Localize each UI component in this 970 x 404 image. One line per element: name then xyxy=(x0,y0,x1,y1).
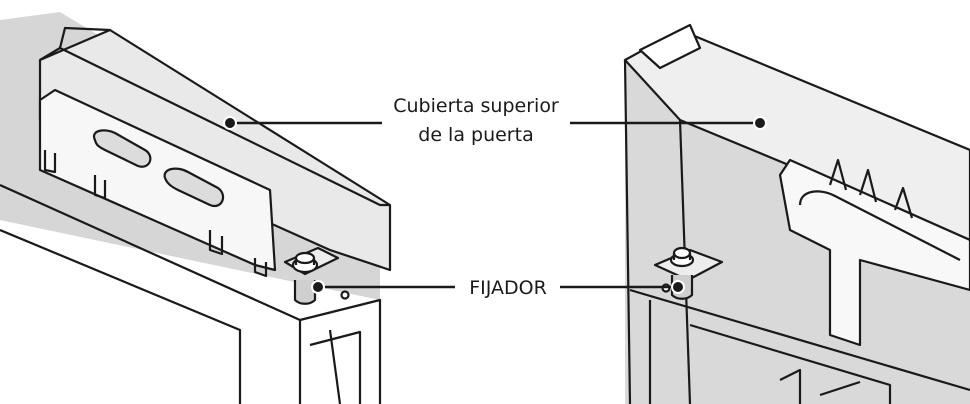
left-slot-1 xyxy=(92,129,152,168)
left-door-illustration xyxy=(0,12,392,404)
cover-label-line2: de la puerta xyxy=(418,124,533,146)
fixer-pointer-left xyxy=(311,280,325,294)
right-bracket xyxy=(778,158,970,347)
fixer-label: FIJADOR xyxy=(469,277,547,299)
callout-cover: Cubierta superior de la puerta xyxy=(223,95,767,146)
cover-pointer-left xyxy=(223,116,237,130)
left-fixer-part xyxy=(283,246,340,305)
left-slot-2 xyxy=(163,167,225,208)
right-door-frame xyxy=(629,288,970,392)
callout-fixer: FIJADOR xyxy=(311,277,685,299)
left-cover-rim xyxy=(39,46,390,207)
cover-label-line1: Cubierta superior xyxy=(393,95,559,117)
fixer-pointer-right xyxy=(671,280,685,294)
cover-pointer-right xyxy=(753,116,767,130)
right-door-illustration xyxy=(623,23,970,404)
